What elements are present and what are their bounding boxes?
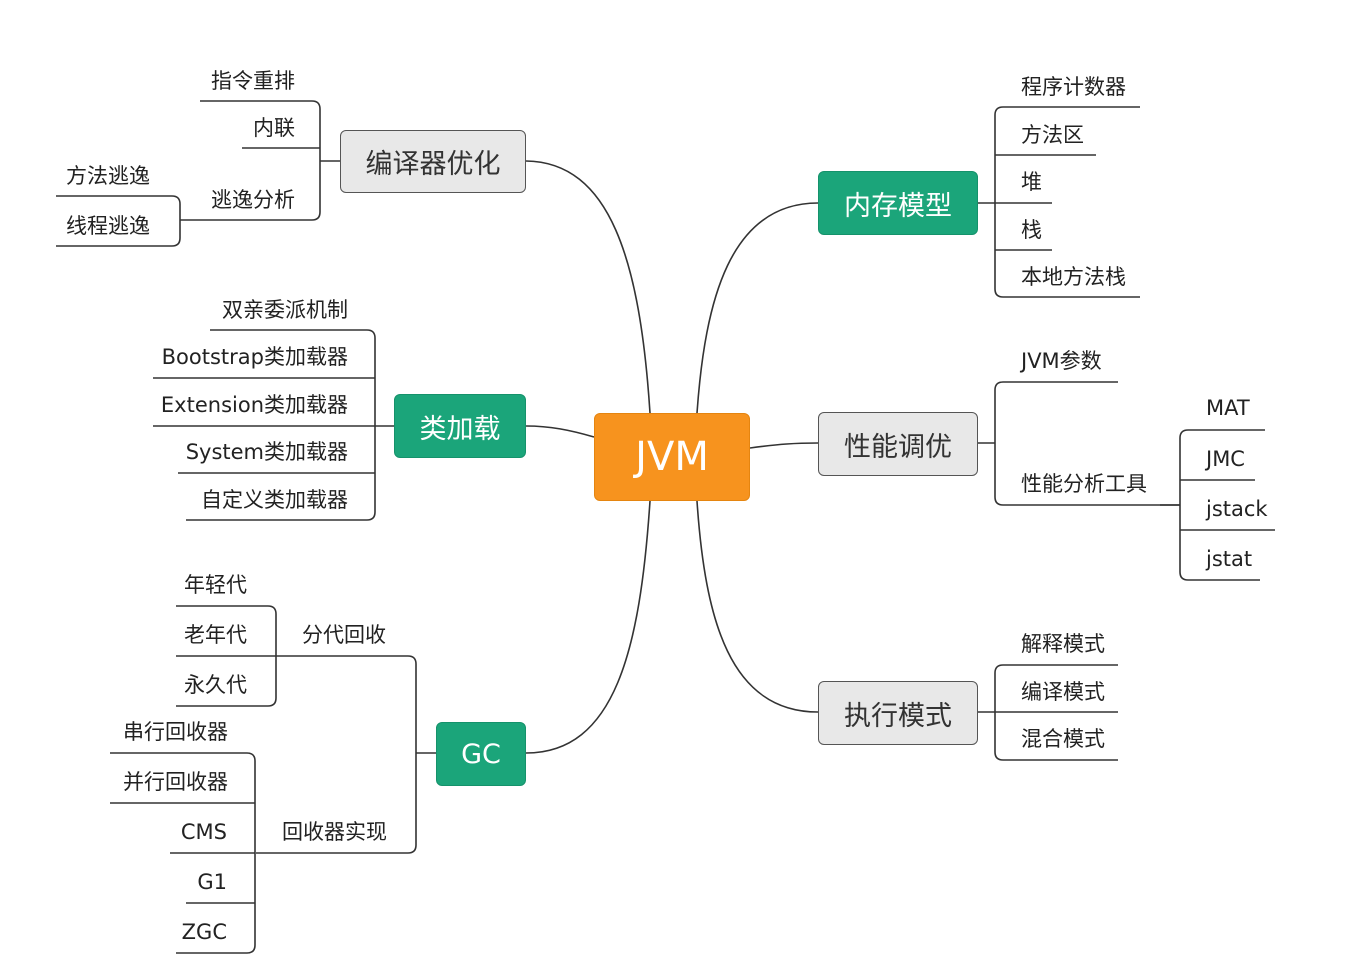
leaf-young-gen[interactable]: 年轻代 — [184, 573, 247, 597]
topic-class-loading[interactable]: 类加载 — [394, 394, 526, 458]
leaf-interpreted-mode[interactable]: 解释模式 — [1021, 632, 1105, 656]
leaf-collector-impl[interactable]: 回收器实现 — [282, 820, 387, 844]
leaf-system-loader[interactable]: System类加载器 — [185, 440, 348, 464]
leaf-jvm-params[interactable]: JVM参数 — [1021, 349, 1102, 373]
leaf-jstack[interactable]: jstack — [1206, 497, 1268, 521]
connector-root-compiler — [525, 160, 651, 414]
leaf-parallel-collector[interactable]: 并行回收器 — [123, 770, 228, 794]
topic-memory-model[interactable]: 内存模型 — [818, 171, 978, 235]
leaf-cms[interactable]: CMS — [180, 820, 227, 844]
leaf-extension-loader[interactable]: Extension类加载器 — [160, 393, 348, 417]
leaf-inline[interactable]: 内联 — [253, 116, 295, 140]
leaf-compiled-mode[interactable]: 编译模式 — [1021, 680, 1105, 704]
leaf-heap[interactable]: 堆 — [1021, 170, 1042, 194]
topic-compiler-optimization[interactable]: 编译器优化 — [340, 130, 526, 193]
leaf-perm-gen[interactable]: 永久代 — [184, 673, 247, 697]
leaf-jmc[interactable]: JMC — [1206, 447, 1245, 471]
leaf-native-method-stack[interactable]: 本地方法栈 — [1021, 265, 1126, 289]
leaf-serial-collector[interactable]: 串行回收器 — [123, 720, 228, 744]
leaf-method-area[interactable]: 方法区 — [1021, 123, 1084, 147]
connector-root-tuning — [749, 442, 819, 449]
root-node[interactable]: JVM — [594, 413, 750, 501]
leaf-parent-delegation[interactable]: 双亲委派机制 — [222, 298, 348, 322]
leaf-old-gen[interactable]: 老年代 — [184, 623, 247, 647]
leaf-instruction-reorder[interactable]: 指令重排 — [211, 69, 295, 93]
leaf-g1[interactable]: G1 — [197, 870, 227, 894]
connector-root-memory — [696, 202, 819, 414]
topic-execution-mode[interactable]: 执行模式 — [818, 681, 978, 745]
leaf-program-counter[interactable]: 程序计数器 — [1021, 75, 1126, 99]
topic-gc[interactable]: GC — [436, 722, 526, 786]
leaf-jstat[interactable]: jstat — [1206, 547, 1253, 571]
leaf-custom-loader[interactable]: 自定义类加载器 — [201, 488, 348, 512]
leaf-mixed-mode[interactable]: 混合模式 — [1021, 727, 1105, 751]
leaf-escape-analysis[interactable]: 逃逸分析 — [211, 188, 295, 212]
leaf-generational-gc[interactable]: 分代回收 — [302, 623, 386, 647]
leaf-bootstrap-loader[interactable]: Bootstrap类加载器 — [161, 345, 348, 369]
leaf-zgc[interactable]: ZGC — [181, 920, 227, 944]
leaf-profiling-tools[interactable]: 性能分析工具 — [1021, 472, 1147, 496]
leaf-mat[interactable]: MAT — [1206, 396, 1250, 420]
connector-root-gc — [525, 500, 651, 754]
connector-root-classloading — [525, 425, 595, 438]
topic-performance-tuning[interactable]: 性能调优 — [818, 412, 978, 476]
connector-root-execution — [696, 500, 819, 713]
leaf-stack[interactable]: 栈 — [1021, 218, 1042, 242]
leaf-thread-escape[interactable]: 线程逃逸 — [66, 214, 150, 238]
leaf-method-escape[interactable]: 方法逃逸 — [66, 164, 150, 188]
